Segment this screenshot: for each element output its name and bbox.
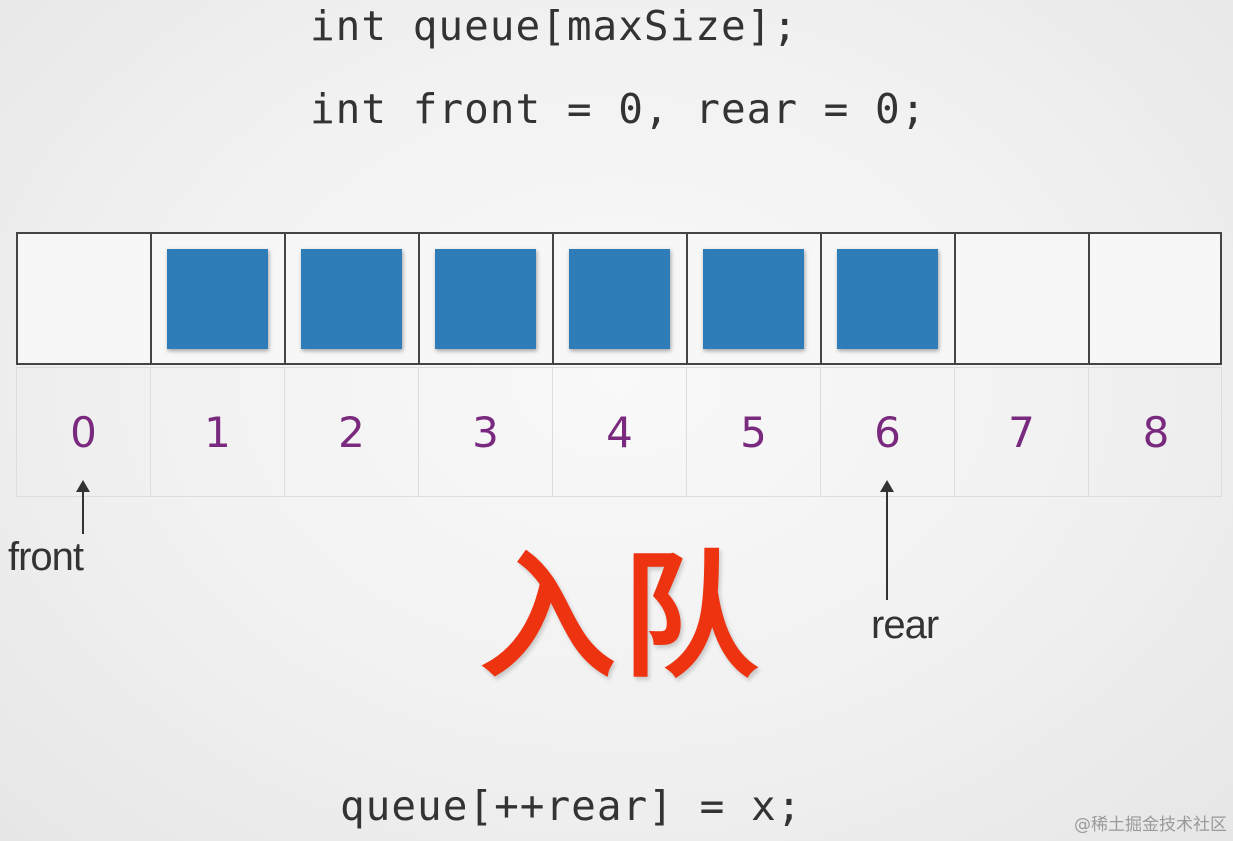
queue-element-block xyxy=(569,249,670,349)
array-cell xyxy=(1090,234,1224,363)
array-cell xyxy=(554,234,688,363)
enqueue-title: 入队 xyxy=(480,539,764,697)
array-cell xyxy=(822,234,956,363)
array-cell xyxy=(688,234,822,363)
array-cell xyxy=(152,234,286,363)
arrow-head-icon xyxy=(880,480,894,492)
code-declare-queue: int queue[maxSize]; xyxy=(310,2,798,50)
queue-array xyxy=(16,232,1222,365)
index-label: 1 xyxy=(204,408,231,457)
queue-element-block xyxy=(435,249,536,349)
index-cell: 5 xyxy=(687,368,821,496)
array-cell xyxy=(420,234,554,363)
index-cell: 6 xyxy=(821,368,955,496)
queue-element-block xyxy=(301,249,402,349)
index-cell: 7 xyxy=(955,368,1089,496)
index-label: 7 xyxy=(1008,408,1035,457)
index-cell: 2 xyxy=(285,368,419,496)
queue-element-block xyxy=(167,249,268,349)
front-pointer-arrow xyxy=(76,480,90,534)
code-enqueue: queue[++rear] = x; xyxy=(340,782,803,830)
index-label: 5 xyxy=(740,408,767,457)
queue-element-block xyxy=(703,249,804,349)
rear-pointer-arrow xyxy=(880,480,894,600)
index-label: 8 xyxy=(1142,408,1170,457)
index-cell: 4 xyxy=(553,368,687,496)
index-label: 2 xyxy=(338,408,365,457)
index-label: 3 xyxy=(472,408,499,457)
array-cell xyxy=(956,234,1090,363)
index-label: 4 xyxy=(606,408,633,457)
array-cell xyxy=(18,234,152,363)
rear-label: rear xyxy=(871,603,939,647)
arrow-head-icon xyxy=(76,480,90,492)
index-cell: 1 xyxy=(151,368,285,496)
front-label: front xyxy=(8,535,84,579)
index-label: 0 xyxy=(70,408,97,457)
code-declare-pointers: int front = 0, rear = 0; xyxy=(310,85,927,133)
watermark: @稀土掘金技术社区 xyxy=(1074,815,1227,835)
index-cell: 3 xyxy=(419,368,553,496)
index-row: 0 1 2 3 4 5 6 7 8 xyxy=(16,367,1222,497)
index-label: 6 xyxy=(874,408,901,457)
index-cell: 8 xyxy=(1089,368,1223,496)
array-cell xyxy=(286,234,420,363)
index-cell: 0 xyxy=(17,368,151,496)
queue-element-block xyxy=(837,249,938,349)
